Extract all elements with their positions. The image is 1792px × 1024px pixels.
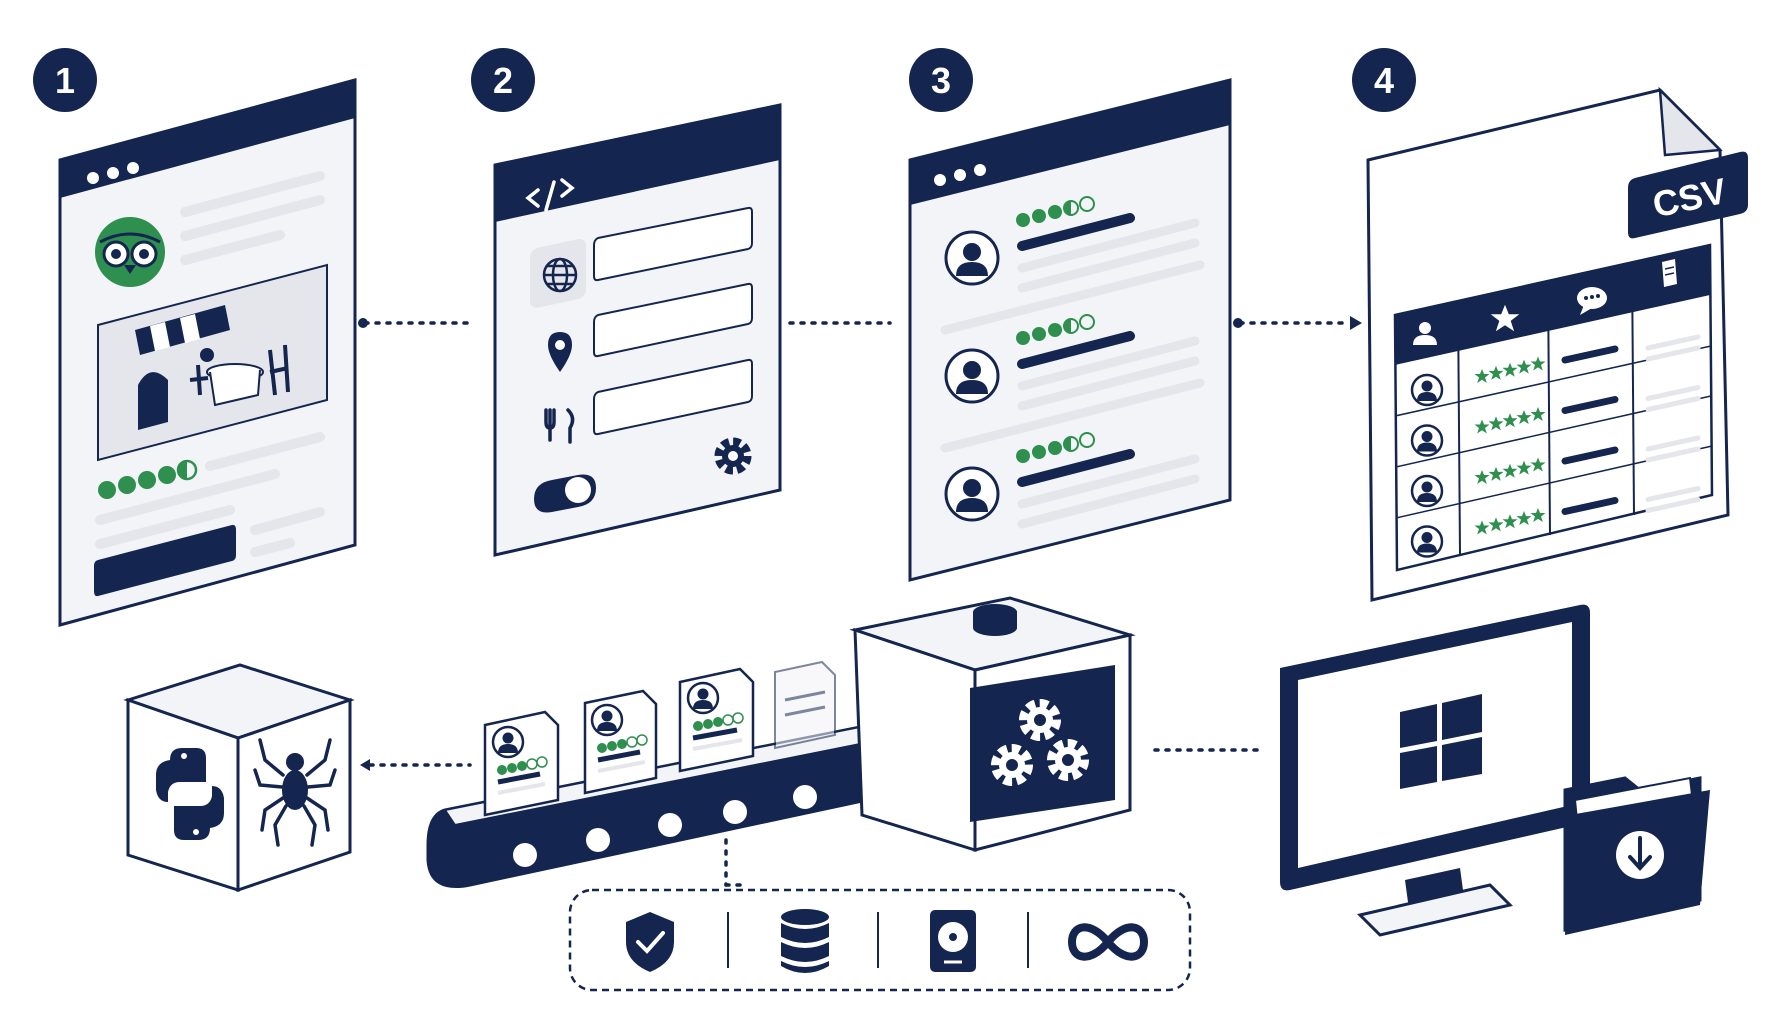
- review-text-bar: [1561, 446, 1619, 465]
- rating-dots: [1016, 314, 1095, 345]
- infinity-icon: [1067, 923, 1149, 961]
- user-avatar-icon: [944, 230, 1000, 286]
- url-field-row: [530, 206, 753, 308]
- document-icon: [1662, 259, 1677, 287]
- table-row: [1410, 385, 1701, 457]
- csv-table: [1393, 243, 1714, 572]
- user-avatar-icon: [1410, 474, 1444, 508]
- hard-drive-icon: [930, 910, 976, 972]
- location-pin-icon: [548, 332, 572, 372]
- table-row: [1410, 486, 1701, 558]
- text-line: [1645, 486, 1701, 502]
- text-line: [1645, 385, 1701, 401]
- rating-dots: [1016, 196, 1095, 227]
- text-line: [1645, 446, 1701, 463]
- panel-reviews-list: [908, 78, 1232, 582]
- window-dots-icon: [934, 164, 986, 186]
- review-item: [940, 314, 1205, 453]
- processing-machine: [849, 596, 1136, 853]
- user-avatar-icon: [1410, 373, 1444, 407]
- python-icon: [156, 748, 224, 840]
- step-number: 2: [493, 60, 513, 101]
- connector-belt-to-storage: [724, 838, 744, 887]
- fork-knife-icon: [544, 408, 575, 444]
- chat-bubble-icon: [1577, 287, 1607, 315]
- cuisine-input: [593, 358, 753, 436]
- connector-belt-to-cube: [360, 759, 472, 771]
- location-field-row: [548, 282, 753, 372]
- desktop-monitor: [1280, 604, 1590, 937]
- user-icon: [1413, 322, 1437, 345]
- csv-table-rows: [1410, 334, 1701, 558]
- rating-dots: [1016, 432, 1095, 463]
- review-text-bar: [1561, 396, 1619, 414]
- shield-check-icon: [626, 912, 674, 972]
- review-item: [940, 196, 1205, 335]
- step-number: 3: [931, 60, 951, 101]
- user-avatar-icon: [944, 466, 1000, 522]
- user-avatar-icon: [1410, 424, 1444, 457]
- cta-button: [94, 524, 236, 597]
- location-input: [593, 282, 753, 358]
- user-avatar-icon: [1410, 525, 1444, 558]
- conveyor-belt: [426, 660, 917, 889]
- step-badge-3: 3: [909, 48, 973, 112]
- cuisine-field-row: [544, 358, 753, 444]
- review-card: [483, 710, 560, 817]
- text-line: [1645, 396, 1701, 412]
- windows-logo-icon: [1400, 694, 1482, 789]
- star-icon: [1490, 304, 1520, 332]
- panel-csv-output: CSV: [1366, 86, 1748, 602]
- review-card: [583, 689, 658, 795]
- user-avatar-icon: [944, 348, 1000, 404]
- review-item: [944, 432, 1200, 529]
- text-lines: [180, 171, 325, 265]
- review-text-bar: [1561, 497, 1619, 515]
- tripadvisor-owl-icon: [95, 217, 165, 287]
- step-number: 4: [1374, 60, 1394, 101]
- step-badge-1: 1: [33, 48, 97, 112]
- csv-tag: CSV: [1628, 151, 1748, 239]
- text-line: [1645, 435, 1701, 452]
- window-dots-icon: [87, 162, 139, 184]
- step-badge-4: 4: [1352, 48, 1416, 112]
- connector-1-2: [358, 318, 472, 328]
- text-line: [1645, 497, 1701, 513]
- code-brackets-icon: [525, 178, 575, 212]
- table-row: [1410, 435, 1701, 508]
- step-number: 1: [55, 60, 75, 101]
- url-input: [593, 206, 753, 282]
- database-icon: [781, 909, 829, 973]
- review-text-bar: [1561, 345, 1619, 364]
- spider-icon: [253, 738, 337, 847]
- review-card: [678, 667, 755, 773]
- text-line: [1645, 334, 1701, 351]
- table-row: [1410, 334, 1701, 407]
- download-folder-icon: [1563, 776, 1710, 935]
- review-card-faded: [774, 660, 836, 750]
- toggle-switch: [534, 474, 596, 513]
- storage-options-box: [568, 888, 1192, 992]
- rating-dots: [98, 459, 198, 499]
- python-spider-cube: [123, 663, 355, 893]
- text-line: [1645, 345, 1701, 362]
- globe-icon: [542, 257, 578, 293]
- connector-3-4: [1233, 316, 1362, 330]
- browser-titlebar: [910, 80, 1230, 205]
- restaurant-photo: [97, 263, 328, 462]
- panel-scraper-config: [493, 103, 782, 557]
- gears-icon: [970, 665, 1115, 822]
- panel-restaurant-page: [58, 78, 357, 627]
- text-lines: [95, 432, 325, 557]
- step-badge-2: 2: [471, 48, 535, 112]
